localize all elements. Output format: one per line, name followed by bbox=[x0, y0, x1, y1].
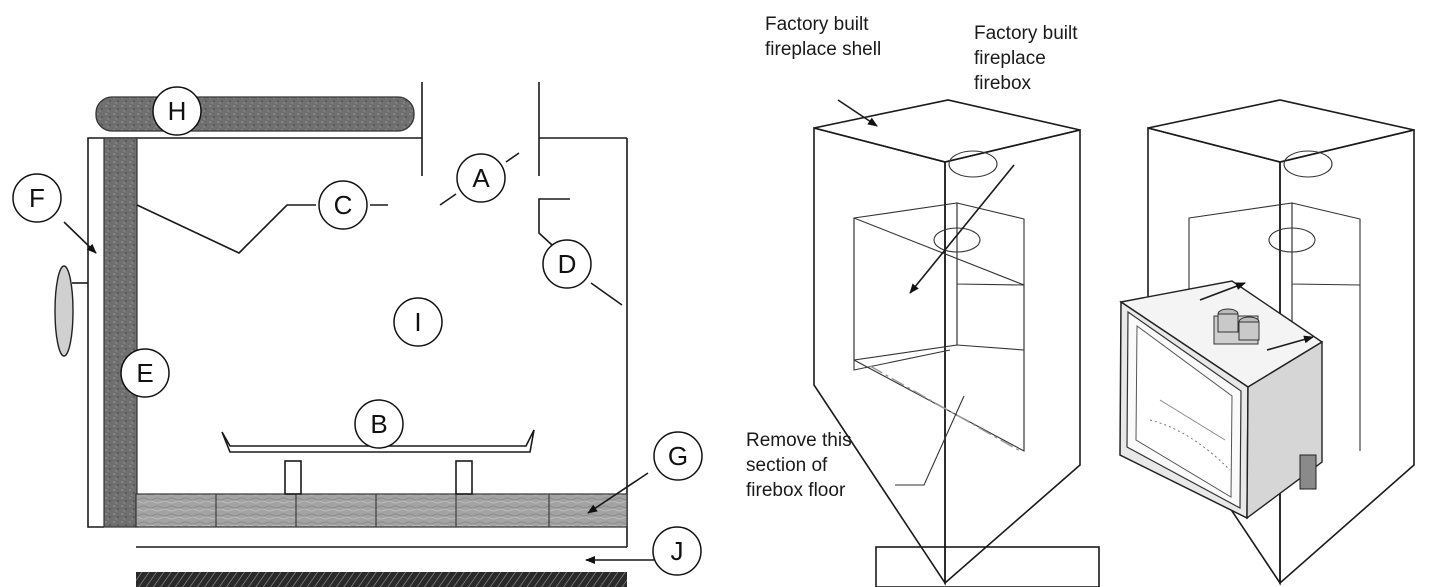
callout-e: E bbox=[120, 348, 170, 398]
leader-a bbox=[439, 193, 457, 206]
leader-f bbox=[63, 221, 97, 254]
label-remove-2: section of bbox=[746, 455, 828, 476]
arrow-insert-2 bbox=[1266, 335, 1314, 351]
callout-g: G bbox=[653, 431, 703, 481]
callout-f: F bbox=[12, 173, 62, 223]
label-firebox-2: fireplace bbox=[974, 48, 1046, 69]
svg-text:I: I bbox=[414, 307, 421, 337]
label-shell-2: fireplace shell bbox=[765, 39, 881, 60]
leader-remove bbox=[895, 395, 965, 486]
fireplace-insert bbox=[1119, 280, 1324, 520]
grate-leg-right bbox=[455, 460, 473, 495]
svg-text:J: J bbox=[671, 536, 684, 566]
callout-a: A bbox=[456, 153, 506, 203]
blank-box bbox=[875, 546, 1100, 587]
svg-text:H: H bbox=[168, 96, 187, 126]
svg-text:G: G bbox=[668, 441, 688, 471]
fireplace-shell-left bbox=[813, 99, 1081, 586]
hearth-stone bbox=[135, 493, 628, 528]
arrow-firebox bbox=[909, 164, 1015, 294]
svg-text:B: B bbox=[370, 409, 387, 439]
wall-outline bbox=[87, 137, 422, 528]
arrow-shell bbox=[837, 99, 878, 127]
svg-text:F: F bbox=[29, 183, 45, 213]
fire-grate bbox=[221, 429, 535, 453]
mantel-shelf bbox=[95, 96, 415, 132]
firebox-removal-diagram: Factory built fireplace shell Factory bu… bbox=[746, 14, 1415, 587]
arrow-insert-1 bbox=[1199, 282, 1246, 301]
callout-j: J bbox=[652, 526, 702, 576]
svg-text:C: C bbox=[334, 190, 353, 220]
callout-d: D bbox=[542, 239, 592, 289]
cross-section-diagram: H A C F D I E B bbox=[12, 82, 703, 587]
svg-text:A: A bbox=[472, 163, 490, 193]
label-remove-3: firebox floor bbox=[746, 480, 846, 501]
wall-insulation bbox=[103, 137, 138, 528]
label-shell-1: Factory built bbox=[765, 14, 869, 35]
leader-c bbox=[136, 204, 316, 254]
svg-text:D: D bbox=[558, 249, 577, 279]
label-remove-1: Remove this bbox=[746, 430, 852, 451]
leader-d bbox=[538, 198, 570, 246]
wall-fixture bbox=[54, 265, 74, 357]
callout-b: B bbox=[354, 399, 404, 449]
callout-h: H bbox=[152, 86, 202, 136]
svg-text:E: E bbox=[136, 358, 153, 388]
grate-leg-left bbox=[284, 460, 302, 495]
callout-c: C bbox=[318, 180, 368, 230]
leader-g bbox=[587, 472, 649, 514]
callout-i: I bbox=[393, 297, 443, 347]
label-firebox-3: firebox bbox=[974, 73, 1032, 94]
label-firebox-1: Factory built bbox=[974, 23, 1078, 44]
floor-subfloor bbox=[136, 572, 627, 587]
